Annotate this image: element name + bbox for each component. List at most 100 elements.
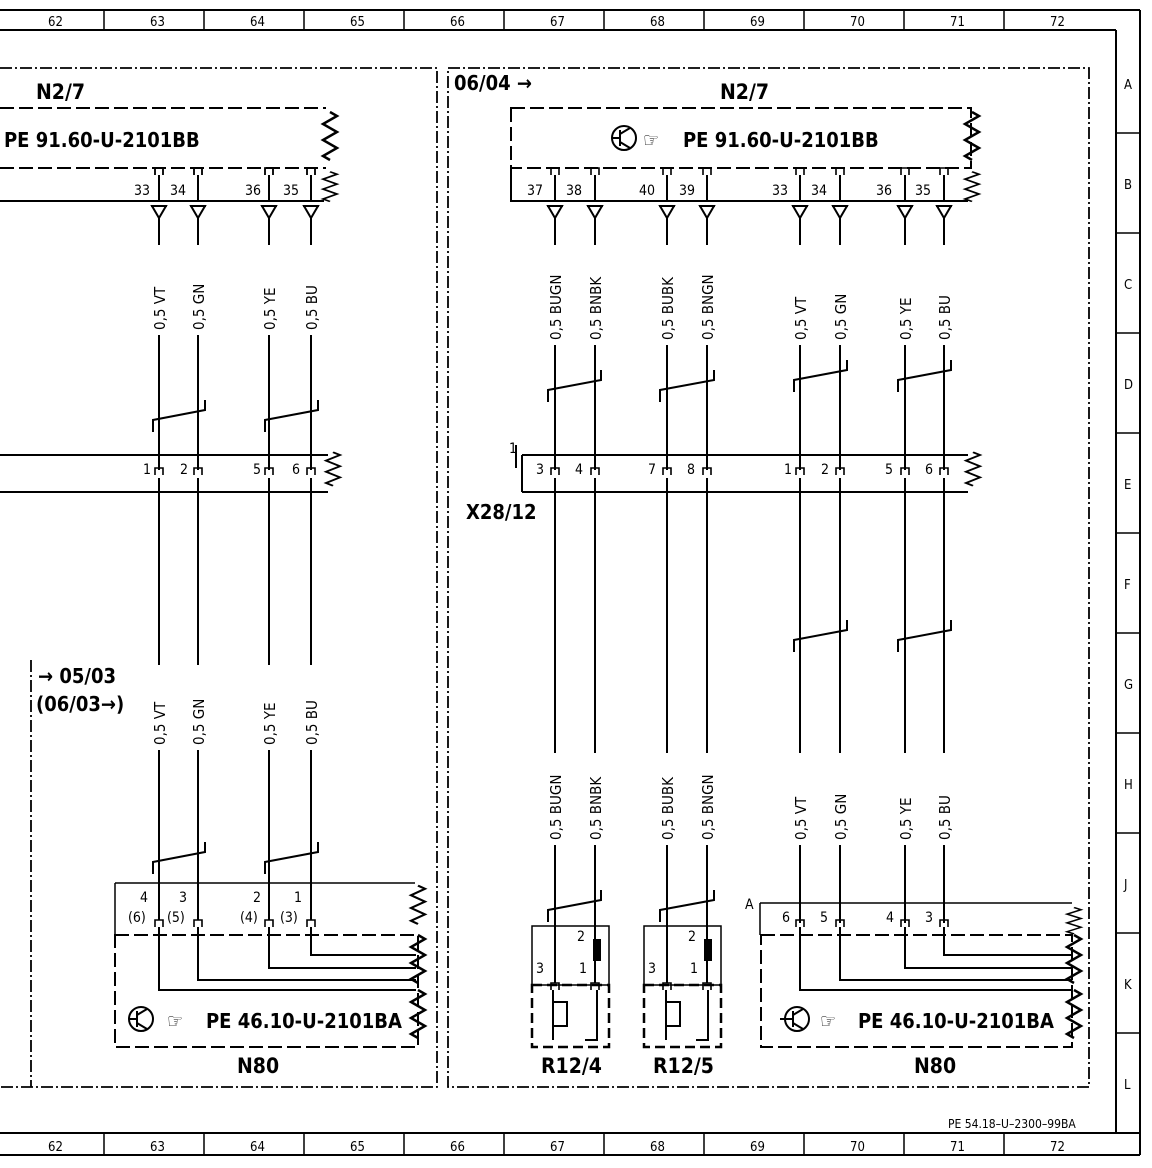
pin-label: 33	[134, 183, 150, 199]
row-letter: B	[1124, 178, 1132, 193]
wire-color-label: 0,5 BNGN	[699, 274, 717, 340]
wire-color-label: 0,5 BNBK	[587, 776, 605, 840]
left-n2-7-doc-ref: PE 91.60-U-2101BB	[4, 128, 200, 152]
pin-label: 6	[782, 910, 790, 926]
column-number: 68	[650, 1140, 665, 1155]
column-number: 66	[450, 1140, 465, 1155]
pin-label: 37	[527, 183, 543, 199]
right-page-ref: 06/04 →	[454, 71, 532, 95]
wire-color-label: 0,5 BNGN	[699, 774, 717, 840]
wires	[150, 167, 1072, 991]
right-n80-doc-ref: PE 46.10-U-2101BA	[858, 1009, 1054, 1033]
column-number: 64	[250, 15, 265, 30]
column-number: 64	[250, 1140, 265, 1155]
pin-label: 2	[180, 462, 188, 478]
wire-color-label: 0,5 VT	[792, 796, 810, 840]
pin-label: 2	[253, 890, 261, 906]
pin-label: 8	[687, 462, 695, 478]
wire-color-label: 0,5 BUBK	[659, 276, 677, 340]
column-number: 62	[48, 1140, 63, 1155]
wire-color-label: 0,5 VT	[151, 286, 169, 330]
pin-label: 1	[690, 961, 698, 977]
pin-label: 3	[648, 961, 656, 977]
column-number: 65	[350, 1140, 365, 1155]
row-letter: K	[1124, 978, 1132, 993]
pin-label: 3	[536, 462, 544, 478]
row-letter: J	[1123, 878, 1127, 893]
pin-label: 39	[679, 183, 695, 199]
wire-color-label: 0,5 VT	[151, 701, 169, 745]
pin-label: 6	[925, 462, 933, 478]
wire-color-label: 0,5 BUGN	[547, 275, 565, 340]
pointing-hand-icon: ☞	[820, 1009, 836, 1033]
wire-color-label: 0,5 BU	[936, 795, 954, 840]
column-number: 63	[150, 1140, 165, 1155]
column-number: 72	[1050, 15, 1065, 30]
transistor-symbol-icon	[780, 1006, 810, 1032]
marker-a: A	[745, 897, 754, 913]
column-number: 62	[48, 15, 63, 30]
column-number: 63	[150, 15, 165, 30]
transistor-symbol-icon	[128, 1006, 154, 1032]
pin-label: 1	[579, 961, 587, 977]
pin-label: 40	[639, 183, 655, 199]
wire-color-label: 0,5 BUBK	[659, 776, 677, 840]
pin-label: 3	[179, 890, 187, 906]
pin-label: 3	[536, 961, 544, 977]
left-panel: N2/7 PE 91.60-U-2101BB 33 34 3 6 35 1 2 5…	[0, 80, 427, 1078]
row-letter: L	[1124, 1078, 1131, 1093]
column-number: 66	[450, 15, 465, 30]
row-letter: G	[1124, 678, 1133, 693]
pin-label: 1	[784, 462, 792, 478]
pin-alt-label: (5)	[167, 910, 185, 926]
column-number: 67	[550, 15, 565, 30]
pin-label: 35	[283, 183, 299, 199]
sensor-r12-4-label: R12/4	[541, 1054, 602, 1078]
pin-label: 34	[170, 183, 186, 199]
pin-label: 2	[821, 462, 829, 478]
pin-label: 1	[143, 462, 151, 478]
pin-label: 5	[253, 462, 261, 478]
right-panel: 06/04 → N2/7 ☞ PE 91.60-U-2101BB 37 38 4…	[454, 71, 1083, 1078]
right-n2-7-label: N2/7	[720, 80, 769, 104]
pin-label: 33	[772, 183, 788, 199]
wire-color-label: 0,5 YE	[261, 287, 279, 330]
row-letter: F	[1124, 578, 1131, 593]
drawing-frame	[0, 9, 1141, 1156]
sensor-r12-5-label: R12/5	[653, 1054, 714, 1078]
left-n80-doc-ref: PE 46.10-U-2101BA	[206, 1009, 402, 1033]
column-number: 71	[950, 1140, 965, 1155]
pin-label: 7	[648, 462, 656, 478]
row-letter: E	[1124, 478, 1131, 493]
wire-color-label: 0,5 GN	[832, 294, 850, 340]
column-number: 68	[650, 15, 665, 30]
pointing-hand-icon: ☞	[167, 1009, 183, 1033]
wire-color-label: 0,5 GN	[190, 284, 208, 330]
footer-doc-ref: PE 54.18–U–2300–99BA	[948, 1117, 1076, 1131]
pin-label: 5	[885, 462, 893, 478]
right-n80-label: N80	[914, 1054, 956, 1078]
left-n2-7-label: N2/7	[36, 80, 85, 104]
wire-color-label: 0,5 YE	[897, 797, 915, 840]
pin-label: 2	[577, 929, 585, 945]
panel-borders	[0, 67, 1090, 1088]
row-letter: H	[1124, 778, 1133, 793]
column-number: 70	[850, 1140, 865, 1155]
pin-label: 35	[915, 183, 931, 199]
pin-alt-label: (4)	[240, 910, 258, 926]
pin-label: 4	[575, 462, 583, 478]
wire-color-label: 0,5 BU	[303, 285, 321, 330]
pin-label: 36	[876, 183, 892, 199]
wire-color-label: 0,5 BUGN	[547, 775, 565, 840]
wire-color-label: 0,5 GN	[190, 699, 208, 745]
pin-alt-label: (3)	[280, 910, 298, 926]
left-page-ref-line2: (06/03→)	[36, 692, 124, 716]
pin-label: 6	[292, 462, 300, 478]
wire-color-label: 0,5 YE	[897, 297, 915, 340]
wire-labels: 0,5 VT 0,5 VT 0,5 GN 0,5 GN 0,5 YE 0,5 YE 0,5 …	[151, 274, 954, 840]
transistor-symbol-icon	[611, 125, 637, 151]
